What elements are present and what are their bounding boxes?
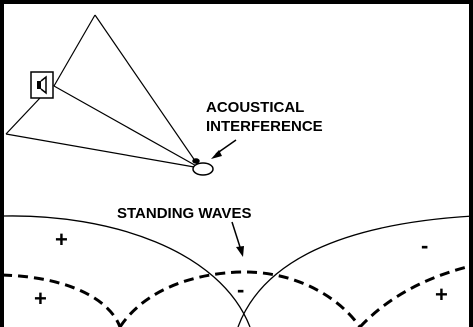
standing-wave-solid-arcs	[3, 215, 473, 327]
speaker-icon	[30, 71, 54, 99]
sign-center: -	[237, 277, 244, 302]
standing-wave-dashed-arcs	[1, 264, 472, 327]
sign-lower-right: +	[435, 282, 448, 307]
acoustical-label: ACOUSTICAL	[206, 99, 304, 116]
sign-upper-left: +	[55, 227, 68, 252]
sign-upper-right: -	[421, 233, 428, 258]
standing-waves-label: STANDING WAVES	[117, 205, 251, 222]
interference-label: INTERFERENCE	[206, 118, 323, 135]
standing-waves-arrow	[231, 221, 244, 257]
sign-lower-left: +	[34, 286, 47, 311]
sound-ray-paths	[5, 14, 201, 169]
listener-ear-icon	[192, 158, 214, 176]
interference-arrow	[211, 139, 237, 159]
